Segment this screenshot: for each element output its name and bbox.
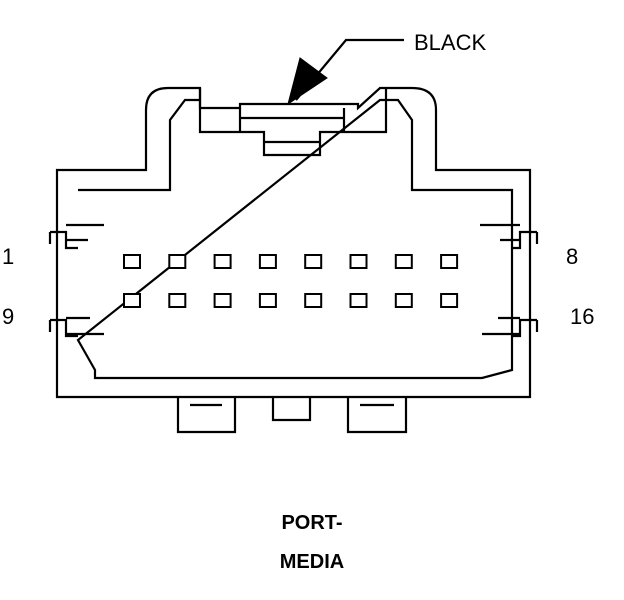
- pin-cavity-8: [440, 254, 459, 269]
- pin-cavity-2: [168, 254, 187, 269]
- pin-cavity-10: [168, 293, 187, 308]
- bottom-tab-left: [176, 397, 237, 434]
- bottom-tab-right: [346, 397, 408, 434]
- pin-cavity-7: [394, 254, 413, 269]
- pin-cavity-15: [394, 293, 413, 308]
- pin-cavity-6: [349, 254, 368, 269]
- pin-label-8: 8: [566, 244, 579, 269]
- pin-cavity-11: [213, 293, 232, 308]
- side-clip-bottom-left: [48, 316, 104, 338]
- side-clip-bottom-right: [482, 316, 539, 338]
- leader-arrowhead: [287, 57, 328, 106]
- wire-color-label: BLACK: [414, 30, 487, 55]
- pin-cavity-grid: [123, 254, 459, 308]
- pin-cavity-16: [440, 293, 459, 308]
- pin-cavity-5: [304, 254, 323, 269]
- pin-cavity-4: [258, 254, 277, 269]
- pin-label-1: 1: [2, 244, 15, 269]
- caption-line-1: PORT-: [281, 512, 343, 534]
- pin-label-9: 9: [2, 304, 15, 329]
- connector-housing-inner: [76, 98, 514, 380]
- pin-cavity-1: [123, 254, 141, 269]
- pin-label-16: 16: [570, 304, 595, 329]
- side-clip-top-right: [480, 223, 539, 250]
- pin-cavity-13: [304, 293, 323, 308]
- pin-cavity-9: [123, 293, 141, 308]
- side-clip-top-left: [48, 223, 104, 250]
- bottom-tab-center: [271, 397, 312, 422]
- pin-cavity-14: [349, 293, 368, 308]
- caption-line-2: MEDIA: [279, 551, 345, 573]
- latch-block: [198, 88, 388, 157]
- connector-housing-outer: [55, 86, 532, 399]
- pin-cavity-3: [213, 254, 232, 269]
- pin-cavity-12: [258, 293, 277, 308]
